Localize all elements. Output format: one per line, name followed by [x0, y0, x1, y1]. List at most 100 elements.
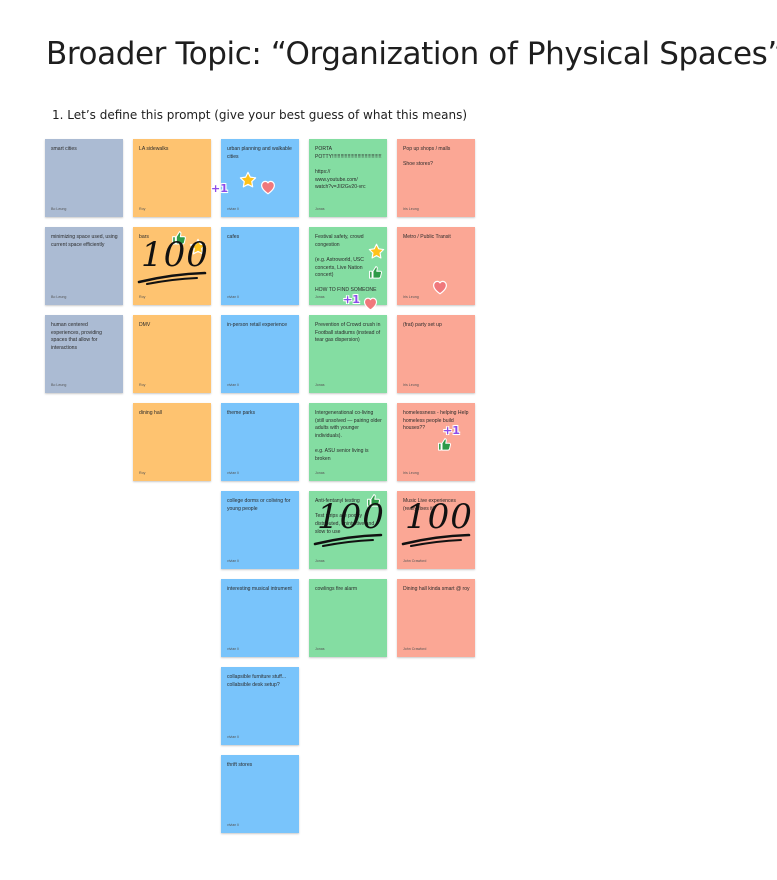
- heart-icon: [433, 280, 447, 295]
- sticky-note-author: Iris Leung: [403, 471, 419, 475]
- heart-icon: [261, 180, 275, 195]
- sticky-note-author: Bo Leung: [51, 207, 67, 211]
- sticky-note-author: vivian li: [227, 735, 239, 739]
- sticky-note-author: Bo Leung: [51, 295, 67, 299]
- sticky-note-text: DMV: [139, 322, 151, 328]
- sticky-note[interactable]: collapsible furniture stuff... collabsib…: [221, 667, 299, 745]
- sticky-note[interactable]: in-person retail experience vivian li: [221, 315, 299, 393]
- hundred-emoji-icon: 100: [317, 497, 385, 537]
- sticky-note-text: Festival safety, crowd congestion (e.g. …: [315, 234, 377, 294]
- sticky-note-text: minimizing space used, using current spa…: [51, 234, 118, 248]
- sticky-note-author: Jonas: [315, 295, 325, 299]
- sticky-note-text: (frat) party set up: [403, 322, 442, 328]
- sticky-note-author: Jonas: [315, 383, 325, 387]
- star-icon: [239, 171, 257, 188]
- hundred-underline-icon: [137, 271, 207, 285]
- sticky-note-author: vivian li: [227, 207, 239, 211]
- sticky-note-text: collapsible furniture stuff... collabsib…: [227, 674, 288, 688]
- sticky-note[interactable]: college dorms or coliving for young peop…: [221, 491, 299, 569]
- sticky-note-text: cowlings fire alarm: [315, 586, 358, 592]
- sticky-note[interactable]: interesting musical intrument vivian li: [221, 579, 299, 657]
- sticky-note-text: college dorms or coliving for young peop…: [227, 498, 292, 512]
- sticky-note-author: Jonas: [315, 559, 325, 563]
- sticky-note[interactable]: DMV Roy: [133, 315, 211, 393]
- sticky-note-author: Iris Leung: [403, 295, 419, 299]
- sticky-note[interactable]: urban planning and walkable cities vivian…: [221, 139, 299, 217]
- star-icon: [189, 238, 207, 255]
- sticky-note-text: smart cities: [51, 146, 77, 152]
- sticky-note-text: in-person retail experience: [227, 322, 288, 328]
- sticky-note-author: Jonas: [315, 647, 325, 651]
- sticky-note[interactable]: human centered experiences, providing sp…: [45, 315, 123, 393]
- sticky-note-author: Jonas: [315, 207, 325, 211]
- sticky-note-text: urban planning and walkable cities: [227, 146, 294, 160]
- sticky-note-author: vivian li: [227, 559, 239, 563]
- sticky-note[interactable]: Intergenerational co-living (still unsol…: [309, 403, 387, 481]
- plus-one-icon: +1: [211, 182, 228, 195]
- sticky-note-text: Metro / Public Transit: [403, 234, 451, 240]
- sticky-note-text: cafes: [227, 234, 240, 240]
- sticky-note-text: homelessness - helping Help homeless peo…: [403, 410, 470, 432]
- sticky-note-author: Roy: [139, 471, 146, 475]
- sticky-note-author: vivian li: [227, 383, 239, 387]
- sticky-note[interactable]: theme parks vivian li: [221, 403, 299, 481]
- thumbs-up-icon: [369, 266, 383, 279]
- plus-one-icon: +1: [343, 293, 360, 306]
- sticky-note-author: vivian li: [227, 471, 239, 475]
- heart-icon: [363, 297, 378, 311]
- sticky-note[interactable]: Anti-fentanyl testing Test strips are po…: [309, 491, 387, 569]
- sticky-note-text: LA sidewalks: [139, 146, 169, 152]
- sticky-note-text: Dining hall kinda smart @ roy: [403, 586, 470, 592]
- sticky-note-text: interesting musical intrument: [227, 586, 292, 592]
- sticky-note-text: Music Live experiences (really fixes it): [403, 498, 458, 512]
- sticky-note[interactable]: smart cities Bo Leung: [45, 139, 123, 217]
- thumbs-up-icon: [438, 438, 452, 451]
- sticky-note-author: Roy: [139, 383, 146, 387]
- sticky-note[interactable]: (frat) party set up Iris Leung: [397, 315, 475, 393]
- sticky-note-text: bars: [139, 234, 149, 240]
- sticky-note[interactable]: Music Live experiences (really fixes it)…: [397, 491, 475, 569]
- sticky-note[interactable]: Prevention of Crowd crush in Football st…: [309, 315, 387, 393]
- sticky-note[interactable]: cafes vivian li: [221, 227, 299, 305]
- sticky-note-author: vivian li: [227, 647, 239, 651]
- page-title: Broader Topic: “Organization of Physical…: [46, 36, 777, 72]
- sticky-note-author: Roy: [139, 207, 146, 211]
- sticky-note-author: Iris Leung: [403, 383, 419, 387]
- sticky-note-author: John Crawford: [403, 559, 427, 563]
- sticky-note-author: Bo Leung: [51, 383, 67, 387]
- sticky-note[interactable]: Festival safety, crowd congestion (e.g. …: [309, 227, 387, 305]
- sticky-note-text: Prevention of Crowd crush in Football st…: [315, 322, 382, 344]
- sticky-note[interactable]: homelessness - helping Help homeless peo…: [397, 403, 475, 481]
- thumbs-up-icon: [367, 494, 381, 507]
- sticky-note-text: dining hall: [139, 410, 162, 416]
- sticky-note-text: human centered experiences, providing sp…: [51, 322, 104, 351]
- sticky-note-text: PORTA POTTY!!!!!!!!!!!!!!!!!!!!!!!!!!!!!…: [315, 146, 382, 191]
- sticky-note[interactable]: PORTA POTTY!!!!!!!!!!!!!!!!!!!!!!!!!!!!!…: [309, 139, 387, 217]
- plus-one-icon: +1: [443, 424, 460, 437]
- star-icon: [368, 243, 385, 259]
- sticky-note[interactable]: thrift stores vivian li: [221, 755, 299, 833]
- hundred-emoji-icon: 100: [141, 235, 209, 275]
- sticky-note[interactable]: minimizing space used, using current spa…: [45, 227, 123, 305]
- sticky-note-text: Anti-fentanyl testing Test strips are po…: [315, 498, 375, 535]
- sticky-note-author: vivian li: [227, 823, 239, 827]
- sticky-note[interactable]: Pop up shops / malls Shoe stores? Iris Le…: [397, 139, 475, 217]
- sticky-note-author: John Crawford: [403, 647, 427, 651]
- sticky-note-text: theme parks: [227, 410, 256, 416]
- hundred-underline-icon: [313, 533, 383, 547]
- sticky-note-text: thrift stores: [227, 762, 253, 768]
- sticky-note-text: Intergenerational co-living (still unsol…: [315, 410, 382, 462]
- sticky-note-author: Jonas: [315, 471, 325, 475]
- hundred-emoji-icon: 100: [405, 497, 473, 537]
- sticky-note-text: Pop up shops / malls Shoe stores?: [403, 146, 451, 168]
- sticky-note-author: vivian li: [227, 295, 239, 299]
- thumbs-up-icon: [172, 231, 186, 245]
- sticky-note-author: Iris Leung: [403, 207, 419, 211]
- sticky-note-author: Roy: [139, 295, 146, 299]
